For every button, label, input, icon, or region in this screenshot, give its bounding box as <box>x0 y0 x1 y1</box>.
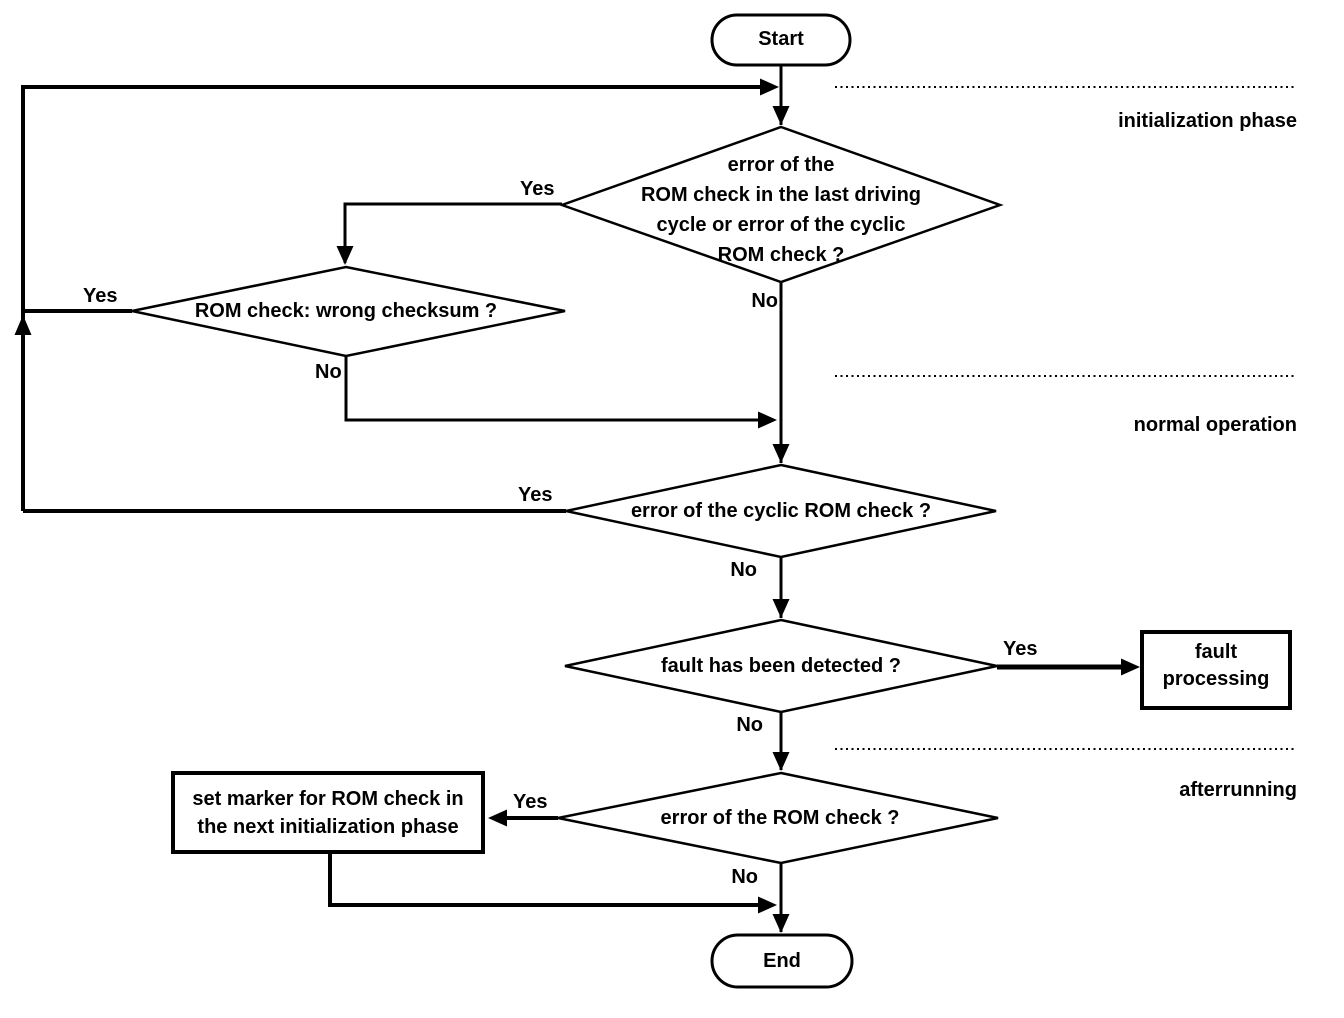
fault-processing-label: fault processing <box>1146 639 1286 693</box>
end-node-shape <box>710 933 854 989</box>
cyclic-no-label: No <box>730 559 757 581</box>
init-yes-label: Yes <box>520 178 555 200</box>
checksum-no-label: No <box>315 361 342 383</box>
fault-processing-line2: processing <box>1162 668 1270 690</box>
set-marker-line1: set marker for ROM check in <box>192 788 464 810</box>
cyclic-yes-label: Yes <box>518 484 553 506</box>
arrowhead-loop-up <box>14 315 32 335</box>
set-marker-line2: the next initialization phase <box>197 816 459 838</box>
romcheck-yes-label: Yes <box>513 791 548 813</box>
rom-check-error-label: error of the ROM check ? <box>660 807 900 829</box>
init-rom-check-line3: cycle or error of the cyclic <box>656 214 906 236</box>
checksum-yes-label: Yes <box>83 285 118 307</box>
wrong-checksum-label: ROM check: wrong checksum ? <box>194 300 498 322</box>
init-rom-check-line1: error of the <box>727 154 835 176</box>
fault-no-label: No <box>736 714 763 736</box>
edge-checksum-no <box>344 356 762 422</box>
fault-detected-label: fault has been detected ? <box>660 655 902 677</box>
arrowhead-into-checksum-diamond <box>336 246 354 265</box>
phase-label-normal-operation: normal operation <box>1133 414 1297 436</box>
fault-yes-label: Yes <box>1003 638 1038 660</box>
start-node-shape <box>710 13 852 67</box>
cyclic-rom-check-label: error of the cyclic ROM check ? <box>630 500 932 522</box>
arrowhead-loop-into-spine <box>760 78 779 96</box>
arrowhead-marker-join <box>758 896 777 914</box>
fault-processing-box <box>1140 630 1292 710</box>
set-marker-box <box>171 771 485 854</box>
start-node-label: Start <box>758 28 804 50</box>
arrowhead-into-marker-box <box>488 809 507 827</box>
init-rom-check-line4: ROM check ? <box>717 244 845 266</box>
romcheck-no-label: No <box>731 866 758 888</box>
init-rom-check-diamond <box>558 125 1004 284</box>
arrowhead-checksum-no-join <box>758 411 777 429</box>
arrowhead-into-romcheck-diamond <box>772 752 790 771</box>
arrowhead-into-fault-diamond <box>772 599 790 618</box>
fault-detected-diamond <box>564 618 998 714</box>
edge-loop-left-top <box>21 85 766 511</box>
wrong-checksum-diamond <box>131 265 566 358</box>
fault-processing-line1: fault <box>1194 641 1238 663</box>
end-node-label: End <box>763 950 801 972</box>
arrowhead-into-fault-box <box>1121 658 1140 676</box>
rom-check-error-diamond <box>557 771 999 865</box>
phase-label-initialization: initialization phase <box>1118 110 1297 132</box>
init-rom-check-label: error of the ROM check in the last drivi… <box>631 150 931 270</box>
phase-label-afterrunning: afterrunning <box>1179 779 1297 801</box>
init-no-label: No <box>751 290 778 312</box>
cyclic-rom-check-diamond <box>565 463 997 559</box>
arrowhead-into-end <box>772 914 790 933</box>
edge-init-yes <box>343 202 562 263</box>
edge-marker-out <box>328 852 762 907</box>
arrowhead-into-init-diamond <box>772 106 790 125</box>
arrowhead-into-cyclic-diamond <box>772 444 790 463</box>
init-rom-check-line2: ROM check in the last driving <box>640 184 922 206</box>
set-marker-label: set marker for ROM check in the next ini… <box>178 785 478 841</box>
